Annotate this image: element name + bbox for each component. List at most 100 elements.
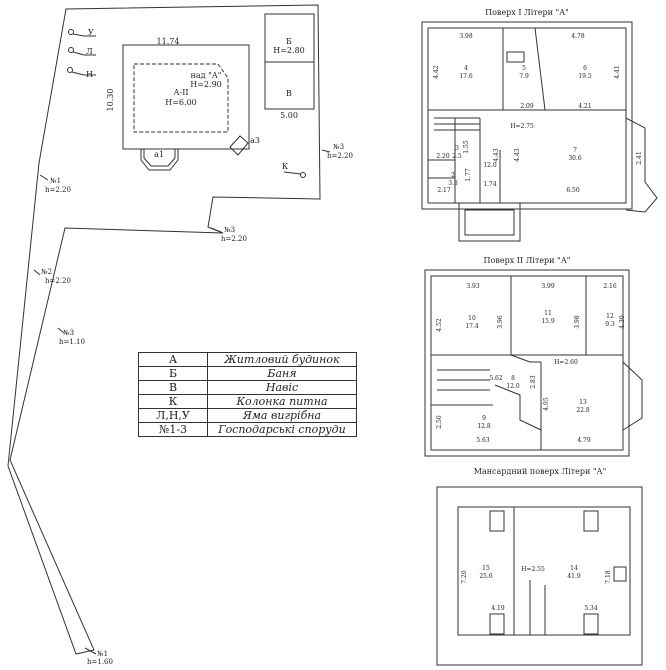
floor1-title: Поверх І Літери "А" <box>485 8 569 17</box>
attic-plan <box>436 486 643 666</box>
no1-bottom-height: h=1.60 <box>87 658 113 666</box>
floor1-room: 7 <box>573 147 577 154</box>
attic-room-area: 25.6 <box>479 573 493 580</box>
no3-top-label: №3 <box>333 143 344 151</box>
floor2-dim: 4.95 <box>543 397 550 411</box>
legend-value: Господарські споруди <box>207 422 357 437</box>
floor1-room: 4 <box>464 65 468 72</box>
legend-value: Навіс <box>207 380 357 395</box>
floor1-dim: 1.74 <box>483 181 497 188</box>
floor2-room-area: 12.8 <box>477 423 491 430</box>
water-column-symbol <box>300 172 306 178</box>
floor1-room-area: 7.9 <box>519 73 529 80</box>
shed-label: В <box>286 89 292 98</box>
floor2-room-area: 12.0 <box>506 383 520 390</box>
attic-room: 15 <box>482 565 490 572</box>
no1-height: h=2.20 <box>45 186 71 194</box>
attic-room-area: 41.9 <box>567 573 581 580</box>
floor2-title: Поверх ІІ Літери "А" <box>484 256 571 265</box>
floor2-dim: 5.62 <box>489 375 503 382</box>
floor1-room: 3 <box>455 145 459 152</box>
floor1-room-area: 2.5 <box>452 153 462 160</box>
floor1-dim: 6.50 <box>566 187 580 194</box>
floor1-dim: 4.43 <box>493 148 500 162</box>
floor1-room-area: 19.5 <box>578 73 592 80</box>
floor1-dim: 4.42 <box>433 65 440 79</box>
floor-1-plan <box>421 21 658 242</box>
floor2-dim: 2.50 <box>436 415 443 429</box>
k-label: К <box>282 162 289 171</box>
dim-house-width: 11.74 <box>157 37 180 46</box>
floor1-room-area: 30.6 <box>568 155 582 162</box>
n-label: Н <box>86 70 93 79</box>
no3-mid-height: h=2.20 <box>221 235 247 243</box>
l-label: Л <box>86 47 93 56</box>
house-height: Н=6.00 <box>165 98 197 107</box>
bath-label: Б <box>286 37 292 46</box>
attic-dim: 7.20 <box>461 570 468 584</box>
floor1-room: 5 <box>522 65 526 72</box>
floor2-room: 10 <box>468 315 476 322</box>
legend-key: А <box>138 352 208 367</box>
floor1-dim: 4.41 <box>614 65 621 78</box>
porch-a1 <box>140 149 179 171</box>
no3-low-height: h=1.10 <box>59 338 85 346</box>
floor2-room-area: 9.3 <box>605 321 615 328</box>
floor1-dim: 4.78 <box>571 33 585 40</box>
dim-bath: 5.00 <box>280 111 298 120</box>
floor1-dim: 2.17 <box>437 187 451 194</box>
attic-height: Н=2.55 <box>521 566 545 573</box>
bath-height: Н=2.80 <box>273 46 305 55</box>
a3-label: а3 <box>250 136 260 145</box>
floor2-dim: 3.93 <box>466 283 480 290</box>
floor2-room: 9 <box>482 415 486 422</box>
no3-mid-label: №3 <box>224 226 235 234</box>
no2-height: h=2.20 <box>45 277 71 285</box>
dim-house-depth: 10.30 <box>106 89 115 112</box>
floor-2-plan <box>424 269 643 457</box>
floor2-dim: 4.30 <box>619 315 626 329</box>
legend-key: К <box>138 394 208 409</box>
floor2-dim: 2.83 <box>530 375 537 389</box>
attic-title: Мансардний поверх Літери "А" <box>474 467 607 476</box>
floor2-dim: 2.16 <box>603 283 617 290</box>
floor2-dim: 3.96 <box>497 315 504 329</box>
legend-value: Колонка питна <box>207 394 357 409</box>
floor1-dim: 1.55 <box>463 140 470 154</box>
legend-key: №1-3 <box>138 422 208 437</box>
floor1-room: 6 <box>583 65 587 72</box>
legend-key: Б <box>138 366 208 381</box>
attic-dim: 7.18 <box>605 570 612 584</box>
floor1-height: Н=2.75 <box>510 123 534 130</box>
floor2-room-area: 22.8 <box>576 407 590 414</box>
floor2-dim: 4.79 <box>577 437 591 444</box>
no3-low-label: №3 <box>63 329 74 337</box>
floor2-dim: 3.99 <box>541 283 555 290</box>
floor1-dim: 4.43 <box>514 148 521 162</box>
floor2-dim: 3.98 <box>574 315 581 329</box>
floor1-dim: 3.98 <box>459 33 473 40</box>
floor2-room: 11 <box>544 310 552 317</box>
attic-room: 14 <box>570 565 578 572</box>
floor2-room: 8 <box>511 375 515 382</box>
legend-value: Яма вигрібна <box>207 408 357 423</box>
floor2-room-area: 17.4 <box>465 323 479 330</box>
floor2-dim: 4.52 <box>436 318 443 332</box>
floor2-height: Н=2.60 <box>554 359 578 366</box>
over-a-label: над "А" <box>191 71 222 80</box>
floor1-dim: 2.41 <box>636 151 643 164</box>
no1-label: №1 <box>50 177 61 185</box>
site-boundary <box>7 4 321 655</box>
attic-dim: 4.19 <box>491 605 505 612</box>
floor1-room-area: 3.8 <box>448 180 458 187</box>
floor1-dim: 12.0 <box>483 162 497 169</box>
floor1-dim: 1.77 <box>465 168 472 182</box>
no2-label: №2 <box>41 268 52 276</box>
